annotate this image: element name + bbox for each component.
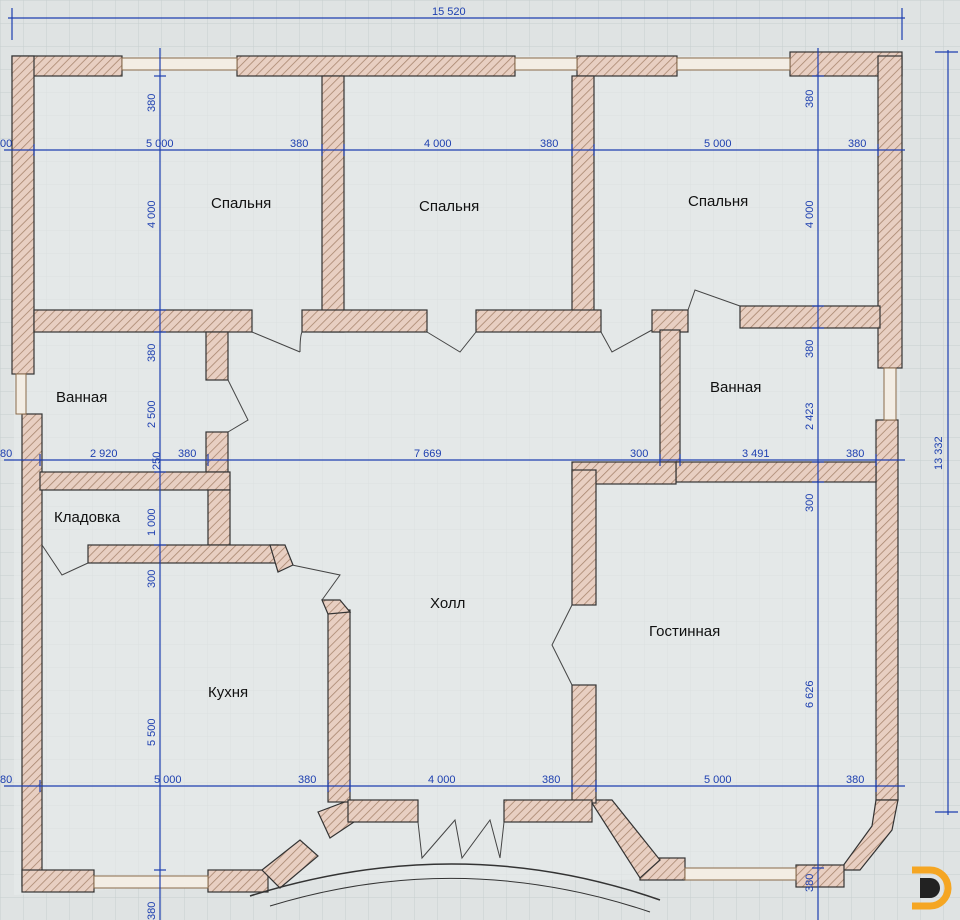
room-label-bath-right: Ванная (710, 379, 761, 396)
dimension-texts: 15 520 13 332 00 5 000 380 4 000 380 5 0… (0, 6, 945, 920)
doors (41, 289, 741, 860)
dim-overall-height: 13 332 (933, 436, 945, 470)
room-label-kitchen: Кухня (208, 684, 248, 701)
orange-d-logo-icon (906, 862, 956, 914)
dim-mid-2: 250 (151, 452, 163, 470)
dim-right-6: 380 (804, 874, 816, 892)
dim-bottom-6: 380 (846, 774, 864, 786)
dim-left-mid: 380 (146, 344, 158, 362)
dim-kitchen: 5 500 (146, 718, 158, 746)
dim-top-5: 5 000 (704, 138, 732, 150)
dim-mid-1: 2 920 (90, 448, 118, 460)
dim-right-4: 300 (804, 494, 816, 512)
room-label-living: Гостинная (649, 623, 720, 640)
dim-bottom-0: 80 (0, 774, 12, 786)
dim-pantry: 1 000 (146, 508, 158, 536)
dim-mid-7: 380 (846, 448, 864, 460)
dim-mid-3: 380 (178, 448, 196, 460)
dim-right-1: 4 000 (804, 200, 816, 228)
dim-mid-0: 80 (0, 448, 12, 460)
dim-right-3: 2 423 (804, 402, 816, 430)
room-labels: Спальня Спальня Спальня Ванная Ванная Кл… (54, 193, 761, 701)
dimension-lines (4, 8, 958, 920)
dim-bottom-left-380: 380 (146, 902, 158, 920)
porch-arc (249, 863, 661, 901)
dim-top-3: 4 000 (424, 138, 452, 150)
room-label-bedroom-2: Спальня (419, 198, 479, 215)
dim-mid-5: 300 (630, 448, 648, 460)
walls (11, 51, 903, 893)
dim-left-bedroom: 4 000 (146, 200, 158, 228)
dim-top-1: 5 000 (146, 138, 174, 150)
dim-overall-width: 15 520 (432, 6, 466, 18)
dim-left-wall-top: 380 (146, 94, 158, 112)
room-label-hall: Холл (430, 595, 465, 612)
dim-top-6: 380 (848, 138, 866, 150)
porch-arc-inner (269, 878, 651, 913)
room-label-bath-left: Ванная (56, 389, 107, 406)
floor-area (14, 56, 900, 895)
dim-bottom-2: 380 (298, 774, 316, 786)
dim-top-4: 380 (540, 138, 558, 150)
dim-bottom-5: 5 000 (704, 774, 732, 786)
room-label-bedroom-3: Спальня (688, 193, 748, 210)
dim-bath-left: 2 500 (146, 400, 158, 428)
dim-top-stub: 00 (0, 138, 12, 150)
dim-bottom-1: 5 000 (154, 774, 182, 786)
room-label-pantry: Кладовка (54, 509, 121, 526)
dim-bottom-3: 4 000 (428, 774, 456, 786)
dim-right-5: 6 626 (804, 680, 816, 708)
dim-kitchen-300: 300 (146, 570, 158, 588)
dim-right-0: 380 (804, 90, 816, 108)
dim-mid-4: 7 669 (414, 448, 442, 460)
room-label-bedroom-1: Спальня (211, 195, 271, 212)
dim-mid-6: 3 491 (742, 448, 770, 460)
dim-right-2: 380 (804, 340, 816, 358)
dim-bottom-4: 380 (542, 774, 560, 786)
dim-top-2: 380 (290, 138, 308, 150)
windows (15, 57, 897, 889)
